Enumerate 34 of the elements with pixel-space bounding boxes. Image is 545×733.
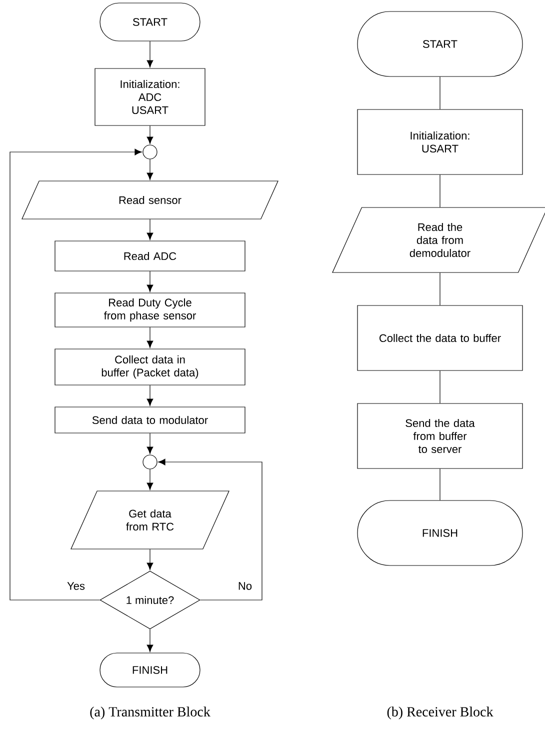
process-box: Send the data from buffer to server [357, 403, 523, 469]
arrow [146, 327, 154, 348]
arrow [146, 126, 154, 144]
caption: (a) Transmitter Block [90, 706, 210, 720]
process-box: Collect the data to buffer [357, 305, 523, 371]
arrow [158, 458, 262, 600]
arrow [146, 549, 154, 570]
arrow [146, 219, 154, 240]
caption: (b) Receiver Block [387, 706, 494, 720]
terminal-box: FINISH [100, 652, 200, 688]
input-parallelogram: Get data from RTC [70, 490, 230, 550]
process-box: Initialization: USART [357, 109, 523, 175]
edge-label: No [236, 581, 254, 591]
connector-circle [142, 454, 158, 470]
edge-label: Yes [66, 581, 86, 591]
process-box: Read Duty Cycle from phase sensor [54, 292, 246, 328]
arrow [146, 159, 154, 180]
connector-circle [142, 144, 158, 160]
arrow [10, 148, 142, 600]
arrow [146, 385, 154, 406]
arrow [146, 271, 154, 292]
input-parallelogram: Read the data from demodulator [332, 207, 545, 273]
arrow [146, 41, 154, 68]
terminal-box: START [100, 2, 200, 42]
process-box: Send data to modulator [54, 406, 246, 434]
process-box: Initialization: ADC USART [94, 68, 206, 126]
arrow [146, 469, 154, 490]
process-box: Collect data in buffer (Packet data) [54, 348, 246, 386]
terminal-box: START [357, 11, 523, 77]
process-box: Read ADC [54, 240, 246, 272]
arrow [146, 629, 154, 652]
arrow [146, 433, 154, 454]
terminal-box: FINISH [357, 500, 523, 566]
input-parallelogram: Read sensor [22, 180, 278, 220]
